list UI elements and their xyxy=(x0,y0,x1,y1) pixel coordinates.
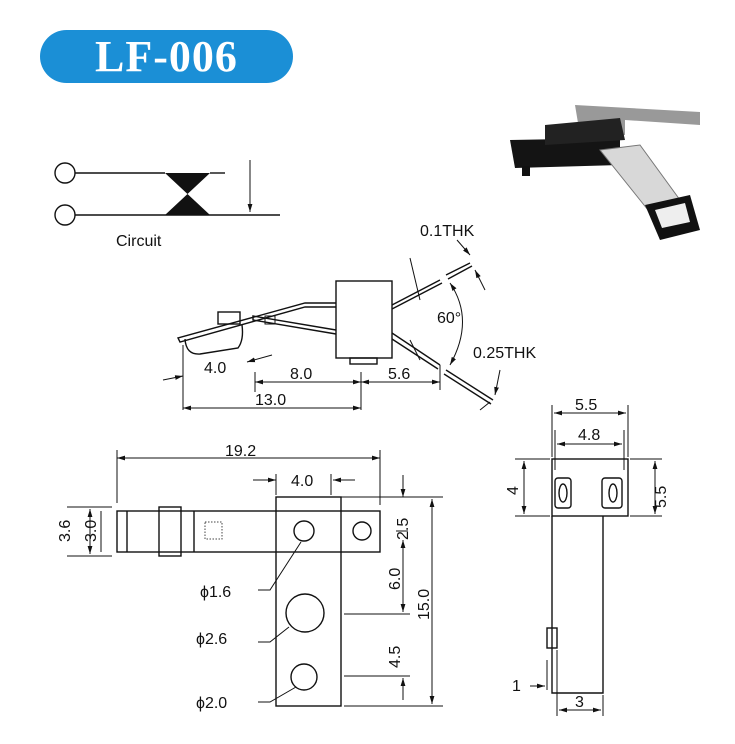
side-view-drawing: 0.1THK 60° 0.25THK 4.0 8.0 5.6 13.0 xyxy=(162,223,536,411)
dim-strip-3-6: 3.6 xyxy=(57,520,74,542)
dim-end-1: 1 xyxy=(512,678,521,695)
model-title-badge: LF-006 xyxy=(40,30,293,83)
dim-side-5-6: 5.6 xyxy=(388,366,410,383)
dim-height-15-0: 15.0 xyxy=(416,589,433,620)
dim-strip-3-0: 3.0 xyxy=(83,520,100,542)
dim-end-5-5-height: 5.5 xyxy=(653,486,670,508)
dim-side-13-0: 13.0 xyxy=(255,392,286,409)
dim-end-3: 3 xyxy=(575,694,584,711)
dim-end-4-8: 4.8 xyxy=(578,427,600,444)
hole-label-1-6: ϕ1.6 xyxy=(200,584,231,601)
model-title: LF-006 xyxy=(95,32,238,81)
product-image xyxy=(510,105,700,240)
circuit-symbol: Circuit xyxy=(54,160,280,250)
thickness-bottom-label: 0.25THK xyxy=(473,345,536,362)
circuit-label: Circuit xyxy=(116,233,162,250)
end-view-drawing: 5.5 4.8 4 5.5 1 3 xyxy=(505,397,670,716)
dim-end-5-5-width: 5.5 xyxy=(575,397,597,414)
dim-side-4-0: 4.0 xyxy=(204,360,226,377)
front-view-drawing: 19.2 4.0 3.6 3.0 ϕ1.6 ϕ2.6 ϕ2.0 2.5 6.0 … xyxy=(57,443,443,712)
dim-width-19-2: 19.2 xyxy=(225,443,256,460)
hole-label-2-0: ϕ2.0 xyxy=(196,695,227,712)
hole-label-2-6: ϕ2.6 xyxy=(196,631,227,648)
angle-label: 60° xyxy=(437,310,461,327)
dim-spacing-6-0: 6.0 xyxy=(387,568,404,590)
dim-spacing-4-5: 4.5 xyxy=(387,646,404,668)
thickness-top-label: 0.1THK xyxy=(420,223,475,240)
dim-end-4: 4 xyxy=(505,486,522,495)
dim-plate-4-0: 4.0 xyxy=(291,473,313,490)
dim-top-2-5: 2.5 xyxy=(395,518,412,540)
dim-side-8-0: 8.0 xyxy=(290,366,312,383)
